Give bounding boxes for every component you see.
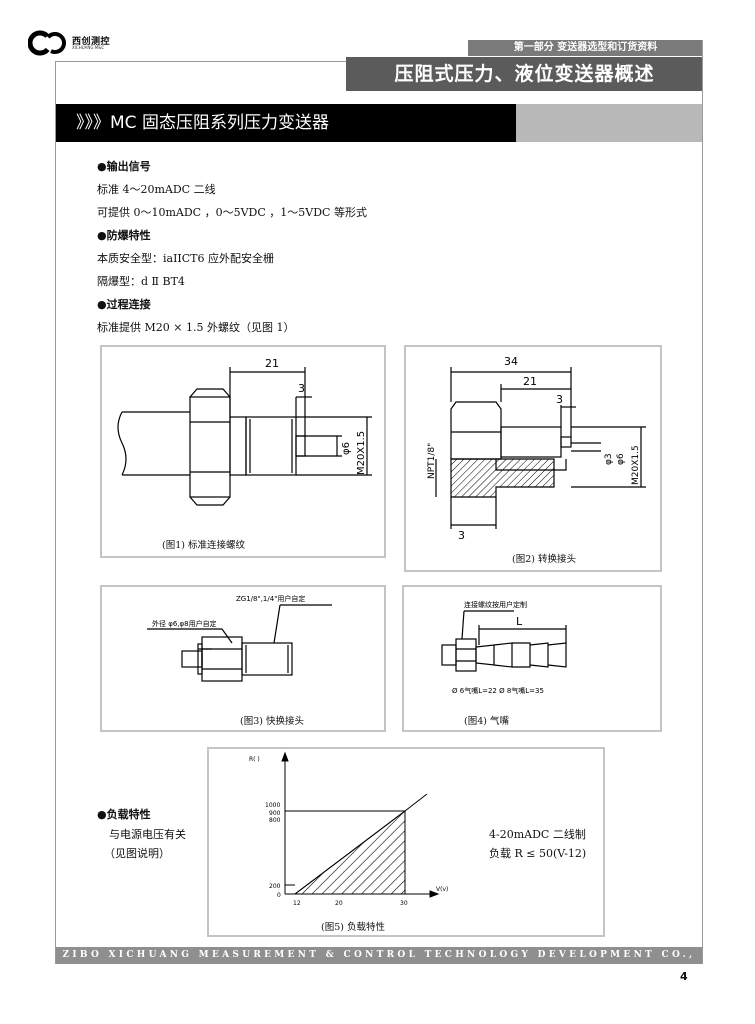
fig2-dim-phi6: φ6 (616, 453, 626, 465)
load-line-2: （见图说明） (104, 847, 170, 860)
figure-5-caption: (图5) 负载特性 (321, 922, 385, 933)
section-title-bar (56, 104, 516, 142)
load-right-line-1: 4-20mADC 二线制 (489, 828, 586, 841)
logo-subtext: XICHUANG M&C (72, 45, 105, 50)
fig5-x-tick-20: 20 (335, 900, 343, 907)
logo-mark-icon (28, 30, 66, 56)
output-signal-line-2: 可提供 0～10mADC ，0～5VDC ，1～5VDC 等形式 (97, 206, 367, 219)
load-line-1: 与电源电压有关 (109, 828, 186, 841)
process-connection-line-1: 标准提供 M20 × 1.5 外螺纹（见图 1） (97, 321, 295, 334)
fig2-dim-phi3: φ3 (604, 453, 614, 465)
fig3-note-left: 外径 φ6,φ8用户自定 (152, 619, 217, 628)
page-frame-right (702, 40, 703, 964)
explosion-proof-heading: ●防爆特性 (97, 229, 151, 242)
fig2-dim-21: 21 (523, 375, 537, 388)
figure-2-adapter: 34 21 3 NPT1/8" φ3 φ6 M20X1.5 3 (图2) 转换接… (404, 345, 662, 572)
load-right-line-2: 负载 R ≤ 50(V-12) (489, 847, 587, 860)
figure-3-quick-connector: ZG1/8",1/4"用户自定 外径 φ6,φ8用户自定 (图3) 快换接头 (100, 585, 386, 732)
page-frame-top (55, 61, 346, 62)
chapter-title-band: 压阻式压力、液位变送器概述 (346, 57, 703, 91)
fig5-x-tick-12: 12 (293, 900, 301, 907)
fig1-dim-m20: M20X1.5 (356, 431, 367, 475)
chapter-title: 压阻式压力、液位变送器概述 (394, 63, 655, 85)
explosion-proof-line-2: 隔爆型：d Ⅱ BT4 (97, 275, 185, 288)
figure-4-air-nozzle: 连接螺纹按用户定制 L Ø 6气嘴L=22 Ø 8气嘴L=35 (图4) 气嘴 (402, 585, 662, 732)
fig1-dim-21: 21 (265, 357, 279, 370)
figure-1-standard-thread: 21 3 φ6 M20X1.5 (图1) 标准连接螺纹 (100, 345, 386, 558)
fig5-y-tick-900: 900 (269, 810, 281, 817)
footer-company-name: ZIBO XICHUANG MEASUREMENT & CONTROL TECH… (62, 950, 696, 977)
part-label-strip: 第一部分 变送器选型和订货资料 (468, 40, 703, 56)
part-label: 第一部分 变送器选型和订货资料 (513, 42, 658, 53)
fig4-note-top: 连接螺纹按用户定制 (464, 600, 527, 609)
figure-1-caption: (图1) 标准连接螺纹 (162, 540, 245, 551)
fig1-dim-phi6: φ6 (341, 442, 352, 455)
process-connection-heading: ●过程连接 (97, 298, 151, 311)
figure-3-caption: (图3) 快换接头 (240, 716, 304, 727)
page-number: 4 (680, 970, 688, 983)
figure-5-load-characteristic: R( ) V(v) 1000 900 800 200 0 12 20 30 (图… (207, 747, 605, 937)
explosion-proof-line-1: 本质安全型：iaIICT6 应外配安全栅 (97, 252, 275, 265)
load-heading: ●负载特性 (97, 808, 151, 821)
fig1-dim-3: 3 (298, 382, 305, 395)
fig5-y-tick-800: 800 (269, 817, 281, 824)
figure-4-drawing: 连接螺纹按用户定制 L Ø 6气嘴L=22 Ø 8气嘴L=35 (441, 600, 567, 695)
section-title: 》》》MC 固态压阻系列压力变送器 (76, 113, 329, 133)
footer-company-bar: ZIBO XICHUANG MEASUREMENT & CONTROL TECH… (56, 947, 702, 977)
fig2-dim-3-bottom: 3 (458, 529, 465, 542)
fig5-y-tick-1000: 1000 (265, 802, 280, 809)
figure-2-caption: (图2) 转换接头 (512, 554, 576, 565)
fig5-y-tick-0: 0 (277, 892, 281, 899)
output-signal-line-1: 标准 4～20mADC 二线 (97, 183, 216, 196)
fig2-dim-34: 34 (504, 355, 518, 368)
fig5-x-tick-30: 30 (400, 900, 408, 907)
company-logo: 西创测控 XICHUANG M&C (28, 30, 138, 56)
fig5-x-label: V(v) (436, 886, 448, 893)
figure-5-chart: R( ) V(v) 1000 900 800 200 0 12 20 30 (249, 751, 448, 907)
figure-2-drawing: 34 21 3 NPT1/8" φ3 φ6 M20X1.5 3 (427, 355, 646, 542)
figure-1-drawing: 21 3 φ6 M20X1.5 (117, 357, 372, 506)
output-signal-heading: ●输出信号 (97, 160, 151, 173)
figure-4-caption: (图4) 气嘴 (464, 716, 509, 727)
fig2-dim-3-top: 3 (556, 393, 563, 406)
fig4-note-bottom: Ø 6气嘴L=22 Ø 8气嘴L=35 (452, 686, 544, 695)
fig5-y-label: R( ) (249, 756, 260, 763)
section-title-accent (516, 104, 702, 142)
fig5-y-tick-200: 200 (269, 883, 281, 890)
page-frame-left (55, 61, 56, 964)
logo-text: 西创测控 (72, 37, 111, 47)
figure-3-drawing: ZG1/8",1/4"用户自定 外径 φ6,φ8用户自定 (147, 594, 332, 682)
fig4-dim-l: L (516, 615, 523, 628)
fig2-dim-npt: NPT1/8" (427, 443, 437, 479)
fig2-dim-m20: M20X1.5 (631, 445, 641, 485)
fig3-note-top: ZG1/8",1/4"用户自定 (236, 594, 305, 603)
